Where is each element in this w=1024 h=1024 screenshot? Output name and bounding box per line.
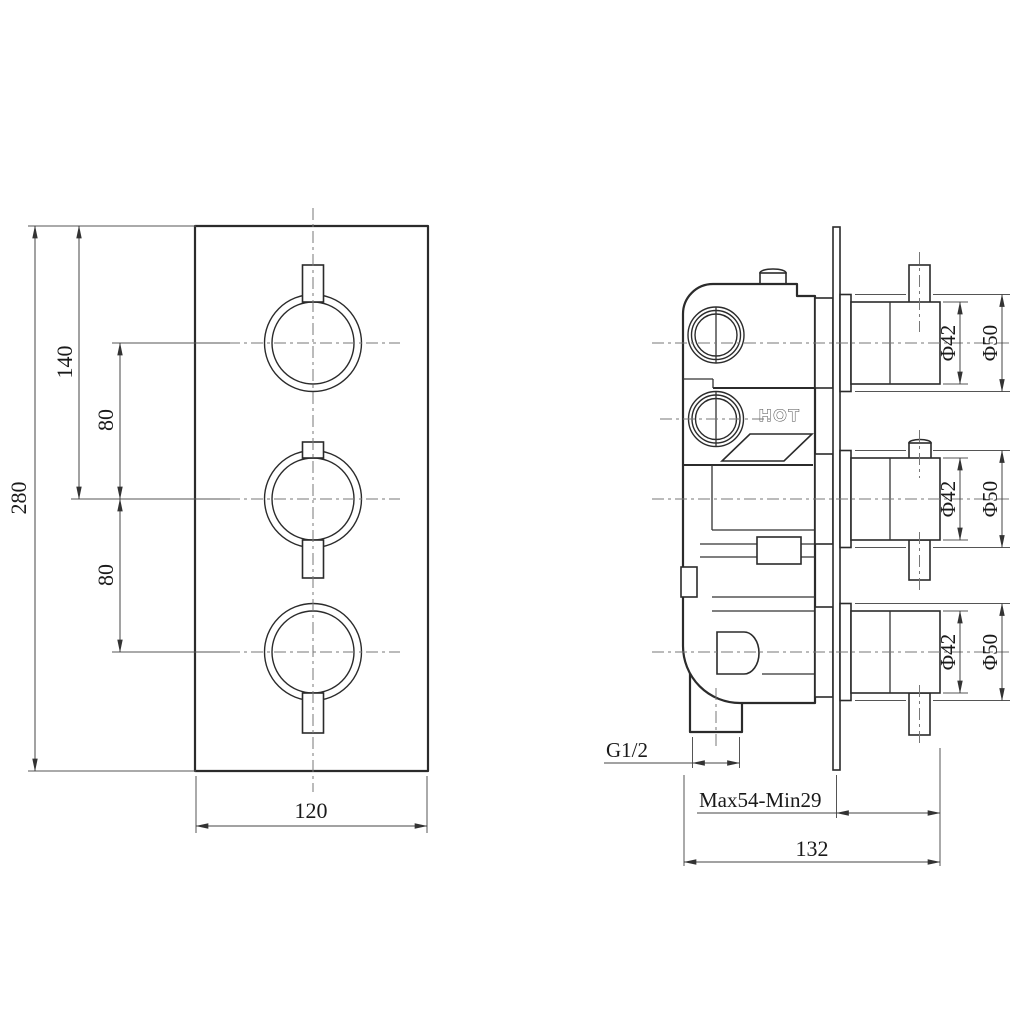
- valve-block: [756, 536, 802, 565]
- dim-label-knob2-phi42: Φ42: [936, 481, 960, 517]
- dim-label-knob2-phi50: Φ50: [978, 481, 1002, 517]
- side-view: HOT: [604, 226, 1010, 866]
- dim-label-knob3-phi42: Φ42: [936, 634, 960, 670]
- front-horizontal-centerlines: [228, 342, 400, 653]
- dim-label-width: 120: [295, 798, 328, 823]
- front-dimensions: 280 140 80 80 120: [6, 225, 428, 833]
- dim-label-depth-range: Max54-Min29: [699, 788, 822, 812]
- dim-label-knob1-phi50: Φ50: [978, 325, 1002, 361]
- bleed-cap: [759, 272, 787, 285]
- body-internal-lines: [680, 378, 815, 675]
- elbow-inner-detail: [716, 631, 760, 675]
- dim-label-spacing-lower: 80: [93, 564, 118, 586]
- hot-label: HOT: [759, 406, 801, 425]
- dim-label-height: 280: [6, 482, 31, 515]
- dim-label-knob1-phi42: Φ42: [936, 325, 960, 361]
- dim-label-total-depth: 132: [796, 836, 829, 861]
- extension-lines: [28, 225, 428, 833]
- dim-label-knob3-phi50: Φ50: [978, 634, 1002, 670]
- inlet-port-upper: [687, 306, 745, 364]
- dim-label-spacing-upper: 80: [93, 409, 118, 431]
- side-dimensions: Φ42 Φ50 Φ42 Φ50 Φ42 Φ50 G1/2 Max54-Min29: [604, 293, 1010, 866]
- side-clip: [680, 566, 698, 598]
- front-view: 280 140 80 80 120: [6, 208, 430, 833]
- flow-flag: [720, 433, 814, 462]
- side-centerlines: [652, 252, 1010, 748]
- dim-label-top-to-middle: 140: [52, 346, 77, 379]
- dim-label-thread: G1/2: [606, 738, 648, 762]
